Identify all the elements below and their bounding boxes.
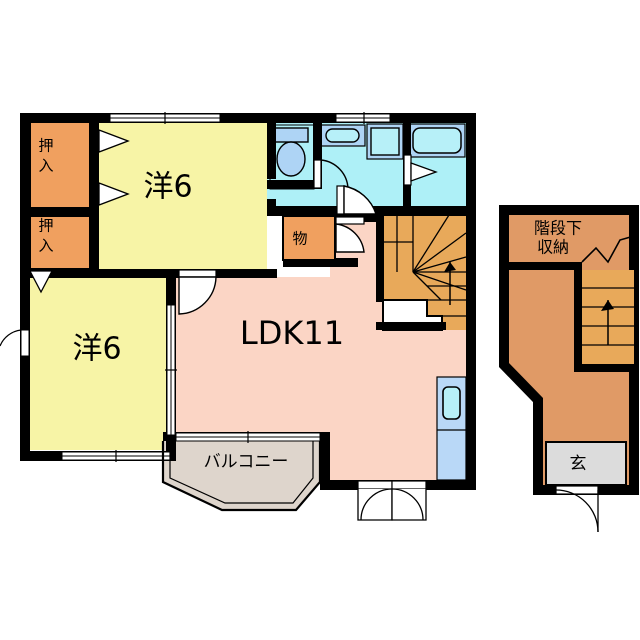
room-fill-balcony: [163, 436, 320, 510]
closet-door-arrow-upper-2: [98, 182, 130, 206]
sliding-door-washitsu-south-ldk: [165, 304, 177, 436]
front-door: [555, 485, 599, 533]
label-oshiire-upper-char2: 入: [38, 157, 53, 175]
wall-stairs-left: [376, 216, 384, 302]
window-washroom-top: [335, 112, 391, 124]
wall-washitsu-north-bottom: [167, 269, 277, 278]
wall-top-outer: [20, 113, 476, 123]
bathtub-icon: [412, 127, 462, 154]
washing-machine-pan-inner: [370, 127, 400, 156]
label-mono-storage: 物: [292, 230, 307, 248]
sliding-door-balcony: [175, 431, 321, 443]
balcony-rail-inner: [169, 441, 314, 504]
wall-understair-storage-bottom: [504, 262, 582, 270]
label-balcony: バルコニー: [204, 452, 289, 472]
stairs-lower-direction-arrow: [601, 300, 614, 311]
label-oshiire-lower-char1: 押: [38, 217, 53, 235]
wall-closet-mid: [30, 207, 99, 216]
doors: [28, 129, 438, 521]
closets: [29, 121, 336, 270]
balcony-outline: [161, 441, 322, 512]
toilet-tank-icon: [274, 127, 309, 143]
door-washitsu-north: [178, 269, 217, 315]
label-ldk: LDK11: [240, 314, 344, 352]
entrance-block: [499, 205, 639, 533]
wall-toilet-right: [313, 113, 322, 185]
room-labels: 洋6 洋6 LDK11 バルコニー 玄 階段下 収納 押 入 押 入 物: [38, 137, 586, 475]
toilet-bowl-icon: [276, 141, 306, 177]
stairs-break-line: [581, 235, 635, 264]
balcony-rail-outer: [161, 441, 322, 512]
wall-stairs-bottom: [376, 322, 446, 330]
kitchen-area: [436, 376, 467, 481]
stairs-main-treads: [383, 214, 467, 317]
door-ldk-entry-double: [357, 480, 427, 521]
wall-toilet-bottom: [267, 180, 322, 189]
stairs-direction-arrow: [444, 262, 456, 272]
kitchen-sink-icon: [442, 386, 461, 420]
wall-stairs-lower-bottom: [574, 364, 634, 372]
door-mono-storage: [335, 216, 365, 253]
wall-closet-right: [90, 122, 99, 269]
door-bathroom-arrow: [403, 154, 438, 186]
genkan-tile-area: [545, 441, 627, 486]
room-fill-washitsu-south: [30, 277, 167, 450]
window-washitsu-south-bottom: [61, 450, 171, 462]
wall-left-outer: [20, 113, 30, 461]
label-oshiire-upper-char1: 押: [38, 137, 53, 155]
window-washitsu-south-left: [0, 329, 30, 357]
label-understair-storage-line2: 収納: [537, 238, 569, 257]
wall-right-outer: [466, 113, 476, 490]
door-washroom: [336, 185, 377, 215]
closet-door-arrow-lower: [28, 270, 54, 294]
wash-basin-bowl-icon: [325, 128, 360, 143]
wall-washitsu-north-right: [267, 113, 276, 179]
label-washitsu-north: 洋6: [143, 170, 192, 205]
wall-understair-storage-right: [574, 262, 582, 372]
closet-door-arrow-upper-1: [98, 129, 130, 153]
closet-mono: [282, 215, 336, 261]
wall-between-washitsu: [20, 269, 175, 278]
label-oshiire-lower-char2: 入: [38, 237, 53, 255]
wall-mono-bottom: [283, 258, 358, 267]
wall-balcony-ldk-divider: [320, 432, 330, 490]
door-toilet: [313, 159, 349, 190]
stairs-lower: [581, 235, 635, 364]
label-washitsu-south: 洋6: [72, 332, 121, 367]
sanitary-fixtures: [269, 123, 466, 190]
window-washitsu-north-top: [109, 112, 221, 124]
stairs-main: [382, 214, 467, 331]
label-understair-storage-line1: 階段下: [534, 219, 582, 238]
closet-oshiire-lower: [29, 215, 91, 270]
label-genkan: 玄: [570, 454, 587, 474]
